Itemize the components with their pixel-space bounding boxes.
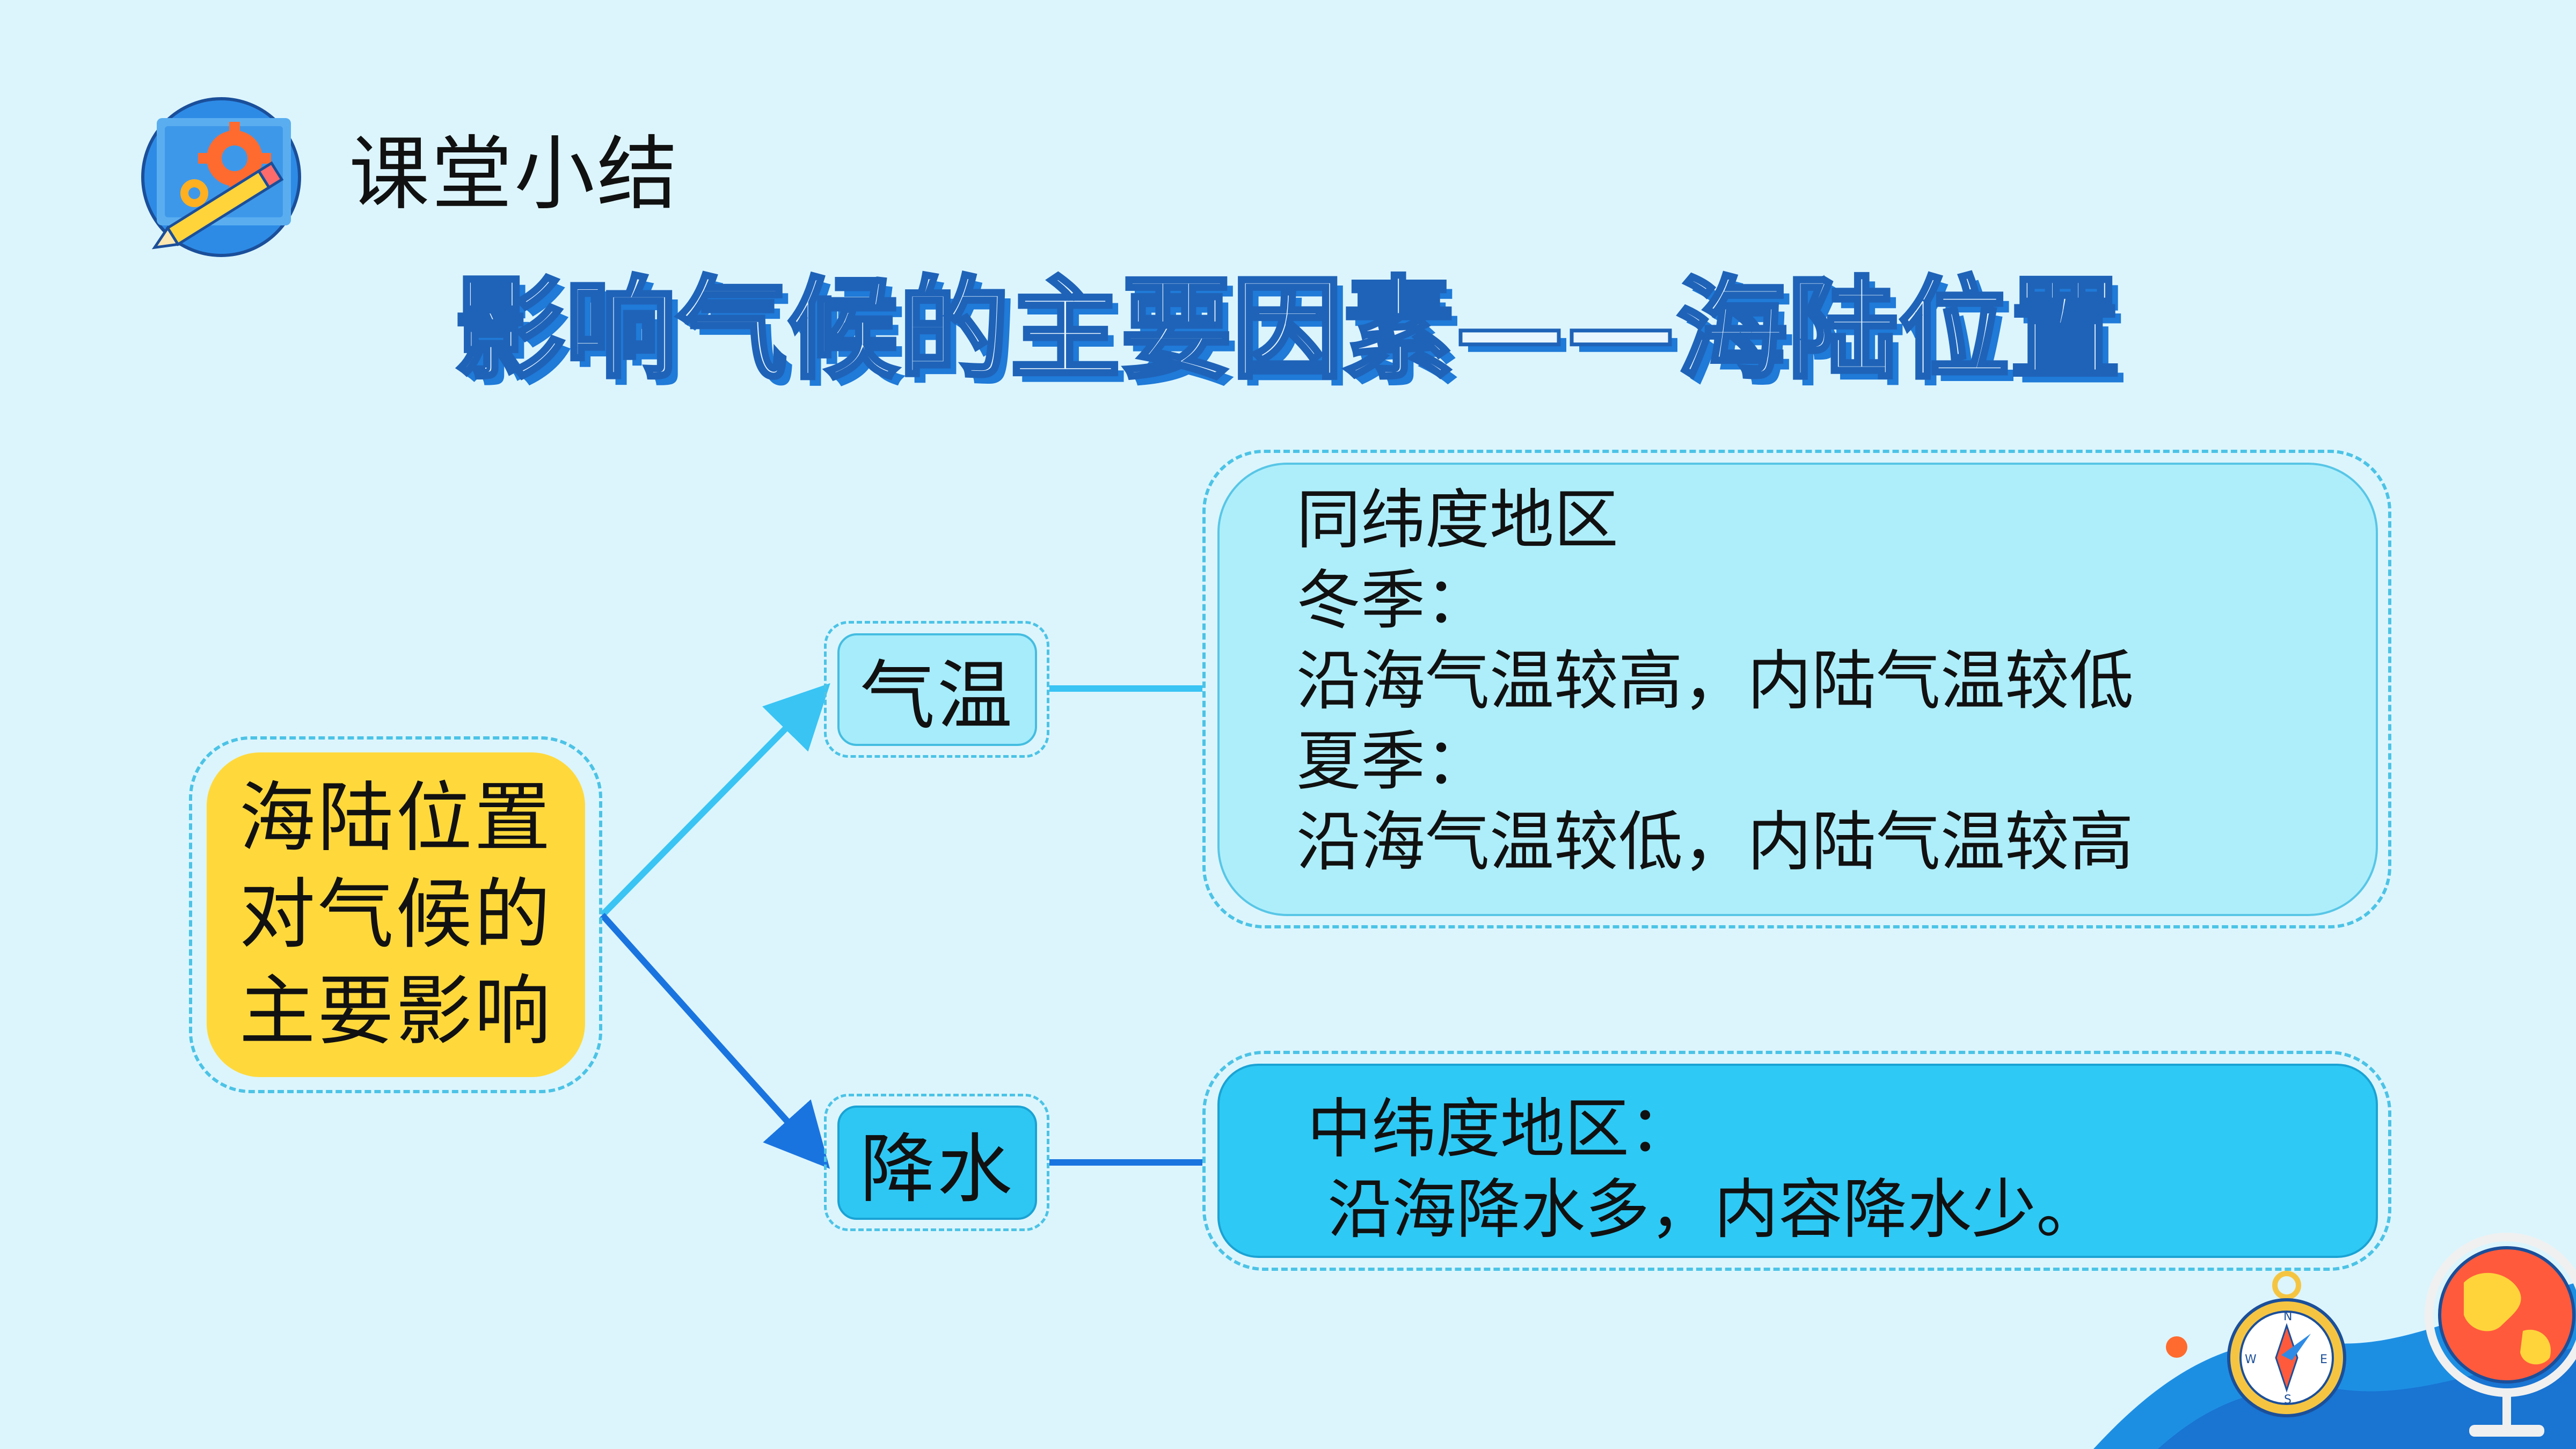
precipitation-node-frame [824,1094,1049,1231]
temperature-detail-line: 冬季： [1296,564,1490,638]
temperature-details-box [1217,463,2378,916]
decoration: N W E S [2093,1233,2576,1449]
svg-text:W: W [2245,1353,2257,1366]
svg-text:S: S [2284,1393,2292,1407]
temperature-label: 气温 [859,653,1015,740]
compass-icon: N W E S [2227,1271,2346,1417]
root-node: 海陆位置对气候的主要影响 [207,752,585,1077]
root-node-frame [189,736,602,1093]
precipitation-detail-line: 沿海降水多，内容降水少。 [1307,1173,2101,1247]
arrow-to-temperature [600,683,830,918]
precipitation-details-frame [1202,1051,2391,1271]
temperature-details: 同纬度地区 冬季： 沿海气温较高，内陆气温较低 夏季： 沿海气温较低，内陆气温较… [1296,480,2134,883]
temperature-detail-line: 夏季： [1296,724,1490,799]
precipitation-detail-line: 中纬度地区： [1307,1092,1694,1167]
arrow-to-precipitation [600,912,830,1169]
svg-text:N: N [2283,1310,2292,1323]
temperature-detail-line: 沿海气温较高，内陆气温较低 [1296,644,2134,719]
section-title: 课堂小结 [349,128,680,221]
precipitation-label: 降水 [859,1125,1015,1213]
root-node-label: 海陆位置对气候的主要影响 [239,773,553,1056]
temperature-details-frame [1202,450,2391,928]
temperature-node: 气温 [837,633,1037,746]
main-title: 影响气候的主要因素——海陆位置 [453,265,2122,396]
svg-text:E: E [2320,1353,2327,1366]
temperature-detail-line: 同纬度地区 [1296,483,1618,558]
gear-pencil-icon [141,97,301,257]
precipitation-node: 降水 [837,1106,1037,1220]
temperature-detail-line: 沿海气温较低，内陆气温较高 [1296,805,2134,880]
precipitation-details-box [1217,1064,2378,1258]
temperature-node-frame [824,621,1049,758]
precipitation-details: 中纬度地区： 沿海降水多，内容降水少。 [1307,1089,2100,1250]
globe-icon [2425,1233,2576,1437]
